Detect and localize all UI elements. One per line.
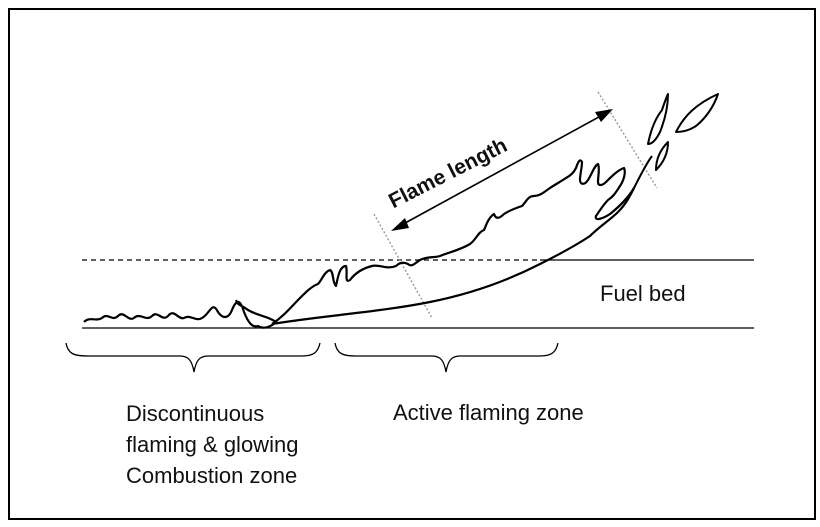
- flame-tip-leaf-1: [675, 93, 719, 133]
- discontinuous-flame-outline: [83, 299, 278, 329]
- flame-tip-stroke: [633, 155, 653, 189]
- discontinuous-zone-line-2: flaming & glowing: [126, 432, 299, 457]
- flame-length-arrow: [391, 109, 613, 231]
- flame-lower-outline: [271, 187, 635, 326]
- fuel-bed-label: Fuel bed: [600, 281, 686, 306]
- discontinuous-zone-line-1: Discontinuous: [126, 401, 265, 426]
- flame-upper-outline: [271, 159, 635, 325]
- flame-tip-leaf-2: [647, 93, 669, 145]
- flame-tip-leaf-3: [655, 141, 669, 171]
- discontinuous-zone-line-3: Combustion zone: [126, 463, 298, 488]
- flame-length-guide-tip: [597, 91, 658, 189]
- bracket-discontinuous-zone: [65, 342, 321, 373]
- active-flaming-zone-label: Active flaming zone: [393, 400, 584, 425]
- diagram-frame: [8, 8, 816, 520]
- bracket-active-zone: [334, 342, 559, 373]
- discontinuous-zone-label: Discontinuous flaming & glowing Combusti…: [126, 398, 298, 491]
